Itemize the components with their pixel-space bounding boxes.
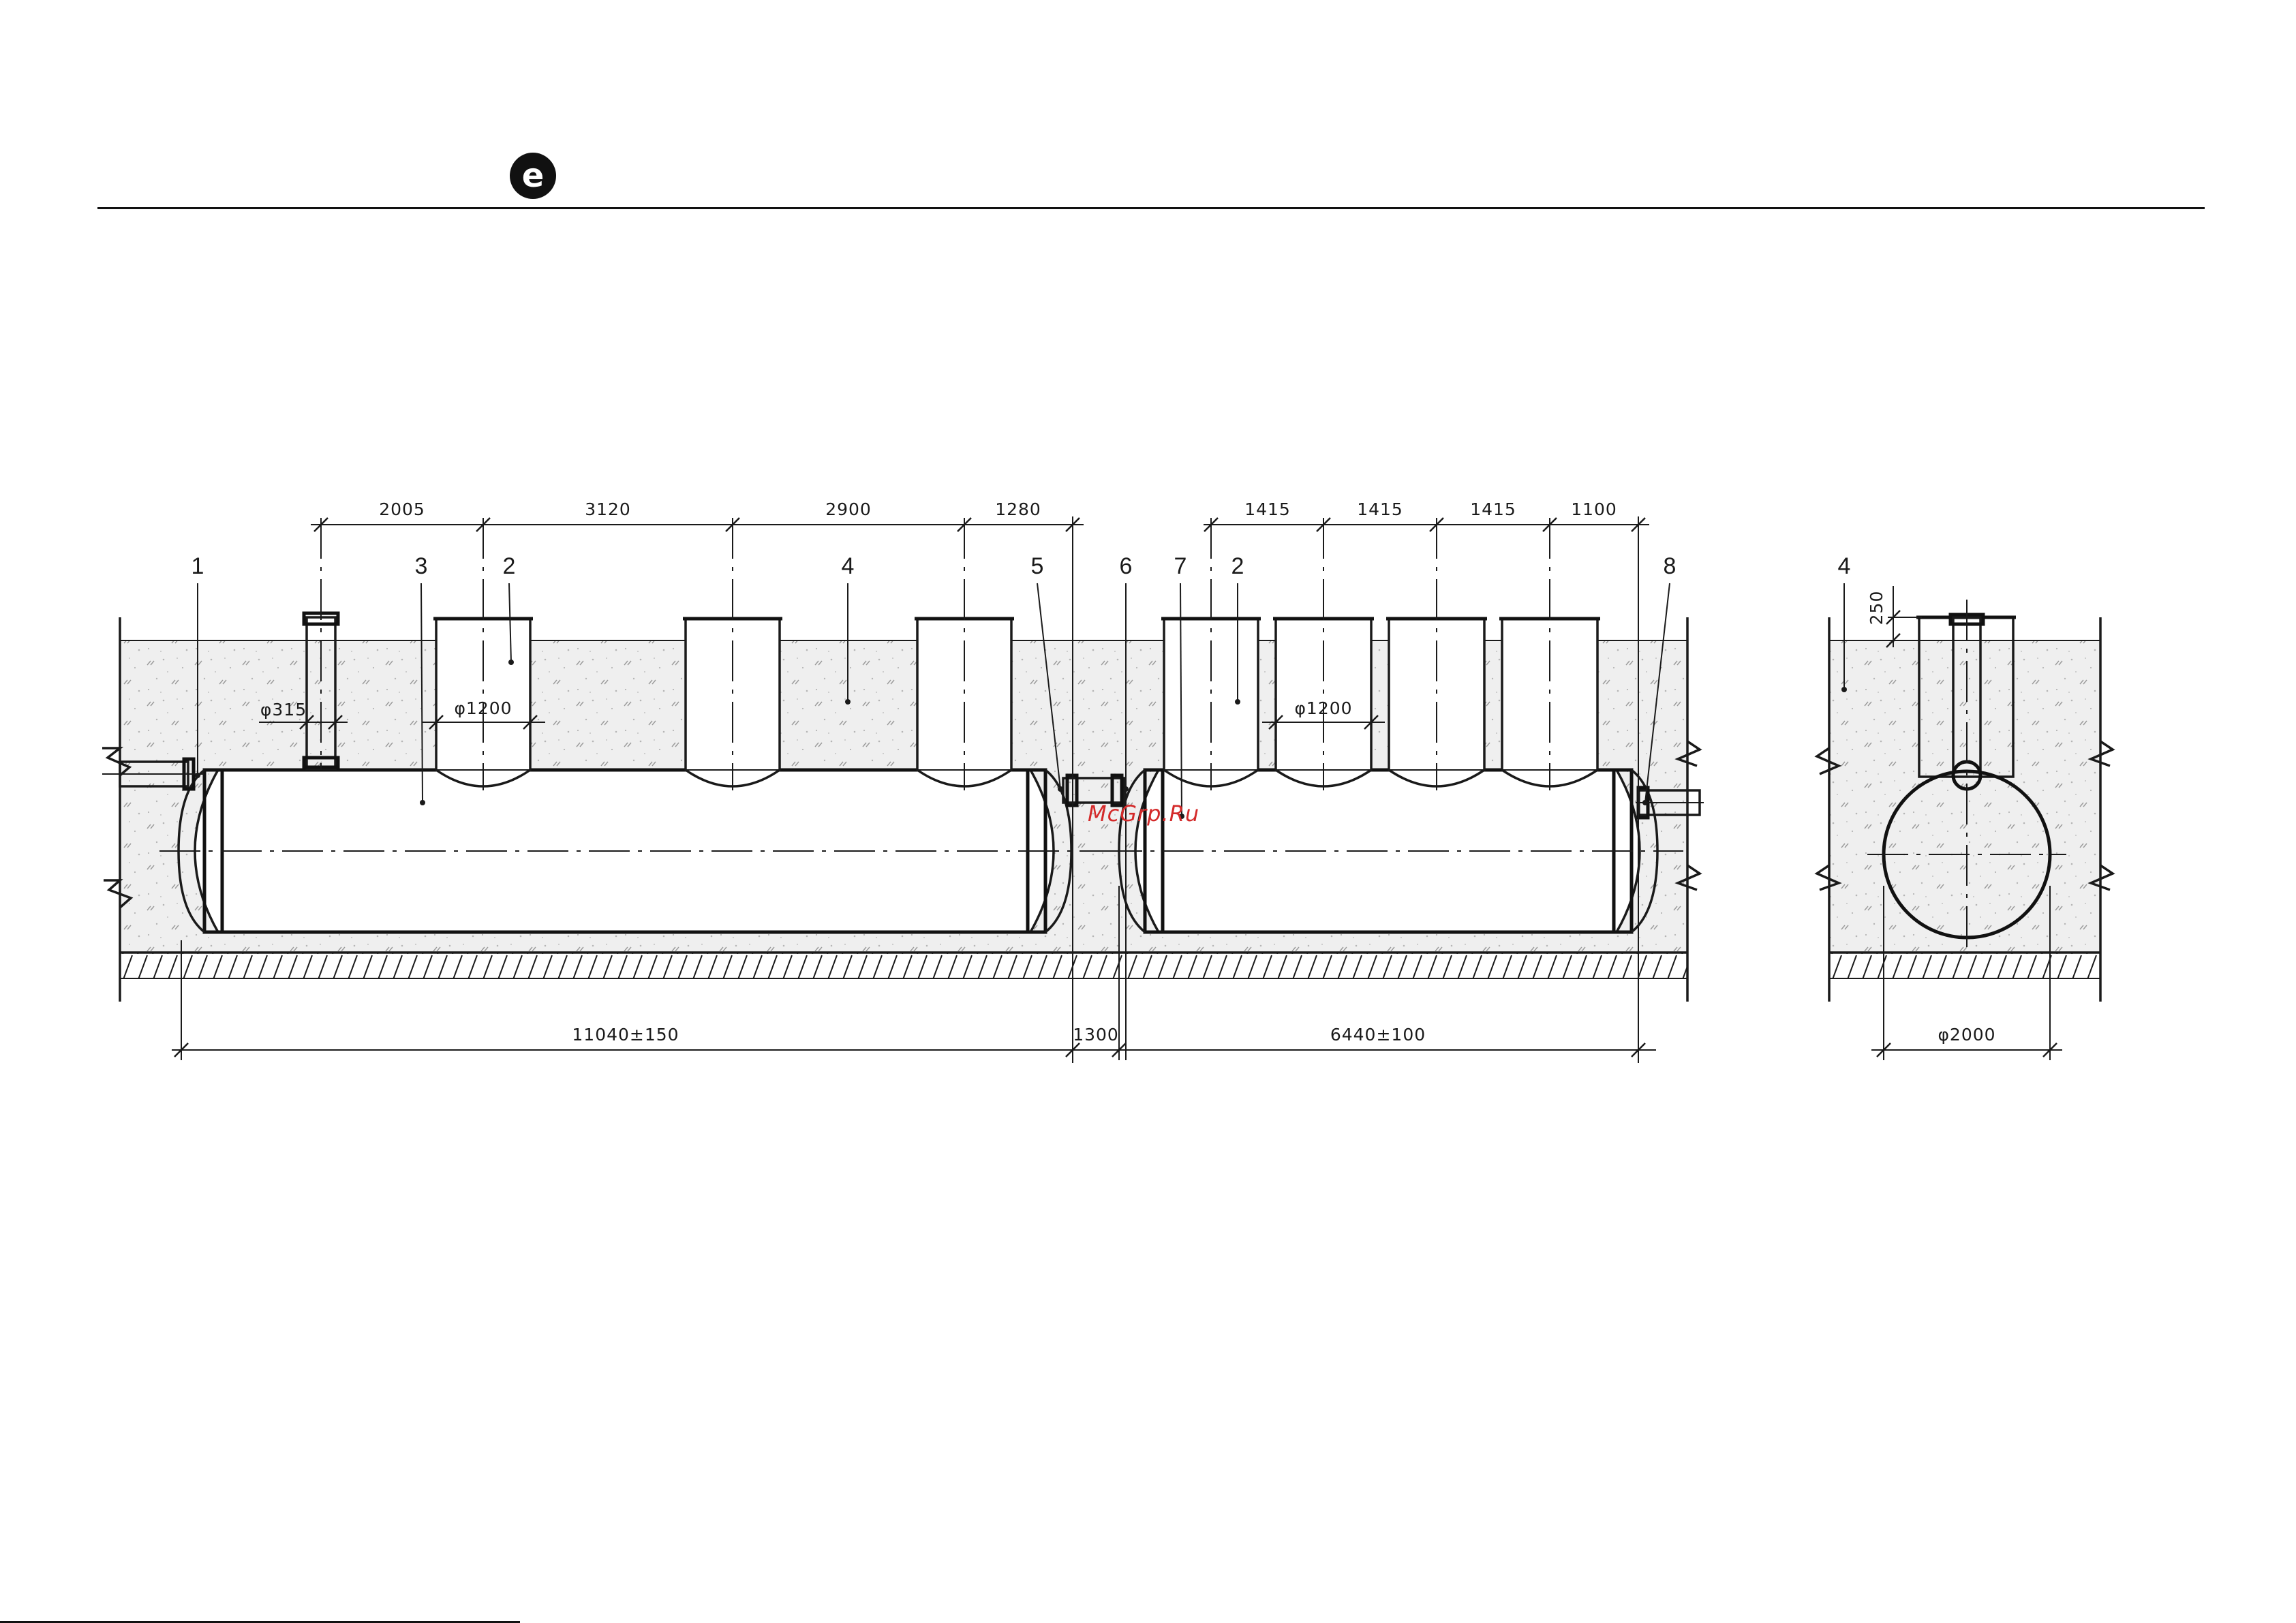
end-ground-hatch bbox=[1829, 953, 2100, 978]
dim-phi-2000: φ2000 bbox=[1938, 1025, 1995, 1045]
shaft-2 bbox=[683, 518, 782, 790]
watermark: McGrp.Ru bbox=[1088, 801, 1199, 826]
end-callout-4: 4 bbox=[1838, 553, 1851, 579]
callout-6: 6 bbox=[1120, 553, 1133, 579]
shaft-1 bbox=[433, 518, 533, 790]
diameter-1200-left-label: φ1200 bbox=[454, 698, 512, 718]
shaft-7 bbox=[1499, 518, 1600, 790]
callout-7: 7 bbox=[1174, 553, 1187, 579]
dim-2005: 2005 bbox=[379, 499, 425, 519]
ground-hatch bbox=[120, 953, 1687, 978]
shaft-3 bbox=[915, 518, 1014, 790]
dim-250: 250 bbox=[1867, 591, 1886, 625]
dim-1415-c: 1415 bbox=[1470, 499, 1516, 519]
tank-2 bbox=[1101, 770, 1683, 932]
end-view: 250 4 φ2000 bbox=[1817, 553, 2113, 1060]
dim-6440: 6440±100 bbox=[1330, 1025, 1426, 1045]
dim-1415-b: 1415 bbox=[1357, 499, 1403, 519]
callout-8: 8 bbox=[1664, 553, 1677, 579]
callout-5: 5 bbox=[1031, 553, 1044, 579]
dim-11040: 11040±150 bbox=[572, 1025, 679, 1045]
dim-3120: 3120 bbox=[585, 499, 631, 519]
shaft-6 bbox=[1386, 518, 1487, 790]
dim-1100: 1100 bbox=[1571, 499, 1617, 519]
callout-2-right: 2 bbox=[1231, 553, 1244, 579]
dim-1300: 1300 bbox=[1073, 1025, 1119, 1045]
dim-2900: 2900 bbox=[825, 499, 872, 519]
callout-3: 3 bbox=[415, 553, 428, 579]
callout-2-left: 2 bbox=[503, 553, 516, 579]
diameter-1200-right-label: φ1200 bbox=[1294, 698, 1352, 718]
end-soil-fill bbox=[1829, 640, 2100, 953]
diameter-315-label: φ315 bbox=[260, 700, 307, 720]
shaft-5 bbox=[1273, 518, 1374, 790]
callout-4: 4 bbox=[842, 553, 855, 579]
side-view: 2005 3120 2900 1280 1415 1415 1415 1100 … bbox=[102, 499, 1704, 1063]
tank-1 bbox=[159, 770, 1104, 932]
dim-1280: 1280 bbox=[995, 499, 1041, 519]
callout-1: 1 bbox=[192, 553, 204, 579]
dim-1415-a: 1415 bbox=[1244, 499, 1291, 519]
